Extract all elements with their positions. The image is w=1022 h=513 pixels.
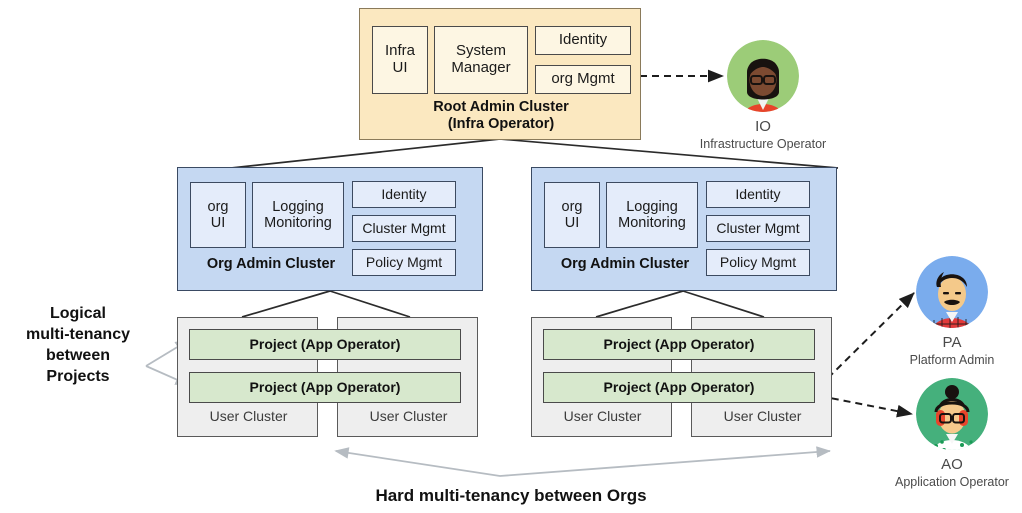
project-bar-right-2-label: Project (App Operator) <box>603 378 755 395</box>
org-right-box-cluster-mgmt[interactable]: Cluster Mgmt <box>706 215 810 242</box>
persona-application-operator[interactable]: AO Application Operator <box>895 378 1009 489</box>
root-admin-cluster-label-line2: (Infra Operator) <box>447 116 555 133</box>
org-right-box-identity-label: Identity <box>735 185 781 202</box>
project-bar-left-2[interactable]: Project (App Operator) <box>189 372 461 403</box>
dashed-arrow-to-ao <box>819 395 913 418</box>
org-left-box-org-ui[interactable]: org UI <box>190 182 246 248</box>
org-right-box-cluster-mgmt-label: Cluster Mgmt <box>716 219 800 236</box>
org-right-to-user-connectors <box>595 290 765 318</box>
hard-tenancy-arrow <box>334 446 831 477</box>
root-box-org-mgmt[interactable]: org Mgmt <box>535 65 631 94</box>
persona-platform-admin[interactable]: PA Platform Admin <box>910 256 994 367</box>
root-box-identity-label: Identity <box>558 31 608 49</box>
org-left-box-cluster-mgmt[interactable]: Cluster Mgmt <box>352 215 456 242</box>
project-bar-right-1-label: Project (App Operator) <box>603 335 755 352</box>
org-admin-cluster-left-label: Org Admin Cluster <box>206 256 336 272</box>
logical-tenancy-caption-line4: Projects <box>46 368 110 386</box>
org-left-box-cluster-mgmt-label: Cluster Mgmt <box>362 219 446 236</box>
user-cluster-right-1-label: User Cluster <box>563 408 642 424</box>
persona-io-caption: IO Infrastructure Operator <box>681 118 845 152</box>
root-box-infra-ui[interactable]: Infra UI <box>372 26 428 94</box>
logical-tenancy-caption-line1: Logical <box>49 305 106 322</box>
root-admin-cluster[interactable]: Infra UI System Manager Identity org Mgm… <box>359 8 641 140</box>
org-left-box-logging-monitoring-label: Logging Monitoring <box>264 198 332 231</box>
org-admin-cluster-right-label: Org Admin Cluster <box>560 256 690 272</box>
root-box-org-mgmt-label: org Mgmt <box>551 70 615 88</box>
org-left-box-policy-mgmt-label: Policy Mgmt <box>365 253 443 270</box>
persona-ao-title: Application Operator <box>895 474 1009 489</box>
project-bar-left-1-label: Project (App Operator) <box>249 335 401 352</box>
project-bar-right-2[interactable]: Project (App Operator) <box>543 372 815 403</box>
persona-infrastructure-operator[interactable]: IO Infrastructure Operator <box>700 40 826 151</box>
root-box-system-manager[interactable]: System Manager <box>434 26 528 94</box>
org-left-box-org-ui-label: org UI <box>207 198 229 231</box>
logical-tenancy-caption: Logical multi-tenancy between Projects <box>10 303 146 387</box>
persona-io-initials: IO <box>755 118 771 135</box>
persona-io-title: Infrastructure Operator <box>699 136 827 151</box>
org-left-to-user-connectors <box>241 290 411 318</box>
persona-pa-caption: PA Platform Admin <box>870 334 1022 368</box>
persona-ao-initials: AO <box>941 456 963 473</box>
project-bar-left-1[interactable]: Project (App Operator) <box>189 329 461 360</box>
project-bar-left-2-label: Project (App Operator) <box>249 378 401 395</box>
avatar-pa <box>916 256 988 328</box>
root-admin-cluster-label: Root Admin Cluster (Infra Operator) <box>360 99 642 134</box>
org-right-box-logging-monitoring[interactable]: Logging Monitoring <box>606 182 698 248</box>
org-right-box-org-ui[interactable]: org UI <box>544 182 600 248</box>
logical-tenancy-caption-line3: between <box>45 347 110 365</box>
org-right-box-org-ui-label: org UI <box>561 198 583 231</box>
avatar-io <box>727 40 799 112</box>
org-left-box-logging-monitoring[interactable]: Logging Monitoring <box>252 182 344 248</box>
hard-tenancy-caption: Hard multi-tenancy between Orgs <box>375 486 647 505</box>
root-box-system-manager-label: System Manager <box>451 42 511 76</box>
org-right-box-identity[interactable]: Identity <box>706 181 810 208</box>
user-cluster-left-1-label: User Cluster <box>209 408 288 424</box>
logical-tenancy-caption-line2: multi-tenancy <box>25 326 130 344</box>
user-cluster-left-2-label: User Cluster <box>369 408 448 424</box>
org-right-box-policy-mgmt[interactable]: Policy Mgmt <box>706 249 810 276</box>
org-right-box-logging-monitoring-label: Logging Monitoring <box>618 198 686 231</box>
avatar-ao <box>916 378 988 450</box>
org-left-box-identity-label: Identity <box>381 185 427 202</box>
root-box-infra-ui-label: Infra UI <box>384 42 415 76</box>
project-bar-right-1[interactable]: Project (App Operator) <box>543 329 815 360</box>
persona-pa-title: Platform Admin <box>909 352 995 367</box>
user-cluster-right-2-label: User Cluster <box>723 408 802 424</box>
root-admin-cluster-label-line1: Root Admin Cluster <box>433 99 569 115</box>
org-left-box-identity[interactable]: Identity <box>352 181 456 208</box>
org-right-box-policy-mgmt-label: Policy Mgmt <box>719 253 797 270</box>
root-box-identity[interactable]: Identity <box>535 26 631 55</box>
persona-pa-initials: PA <box>942 334 962 351</box>
persona-ao-caption: AO Application Operator <box>870 456 1022 490</box>
org-left-box-policy-mgmt[interactable]: Policy Mgmt <box>352 249 456 276</box>
